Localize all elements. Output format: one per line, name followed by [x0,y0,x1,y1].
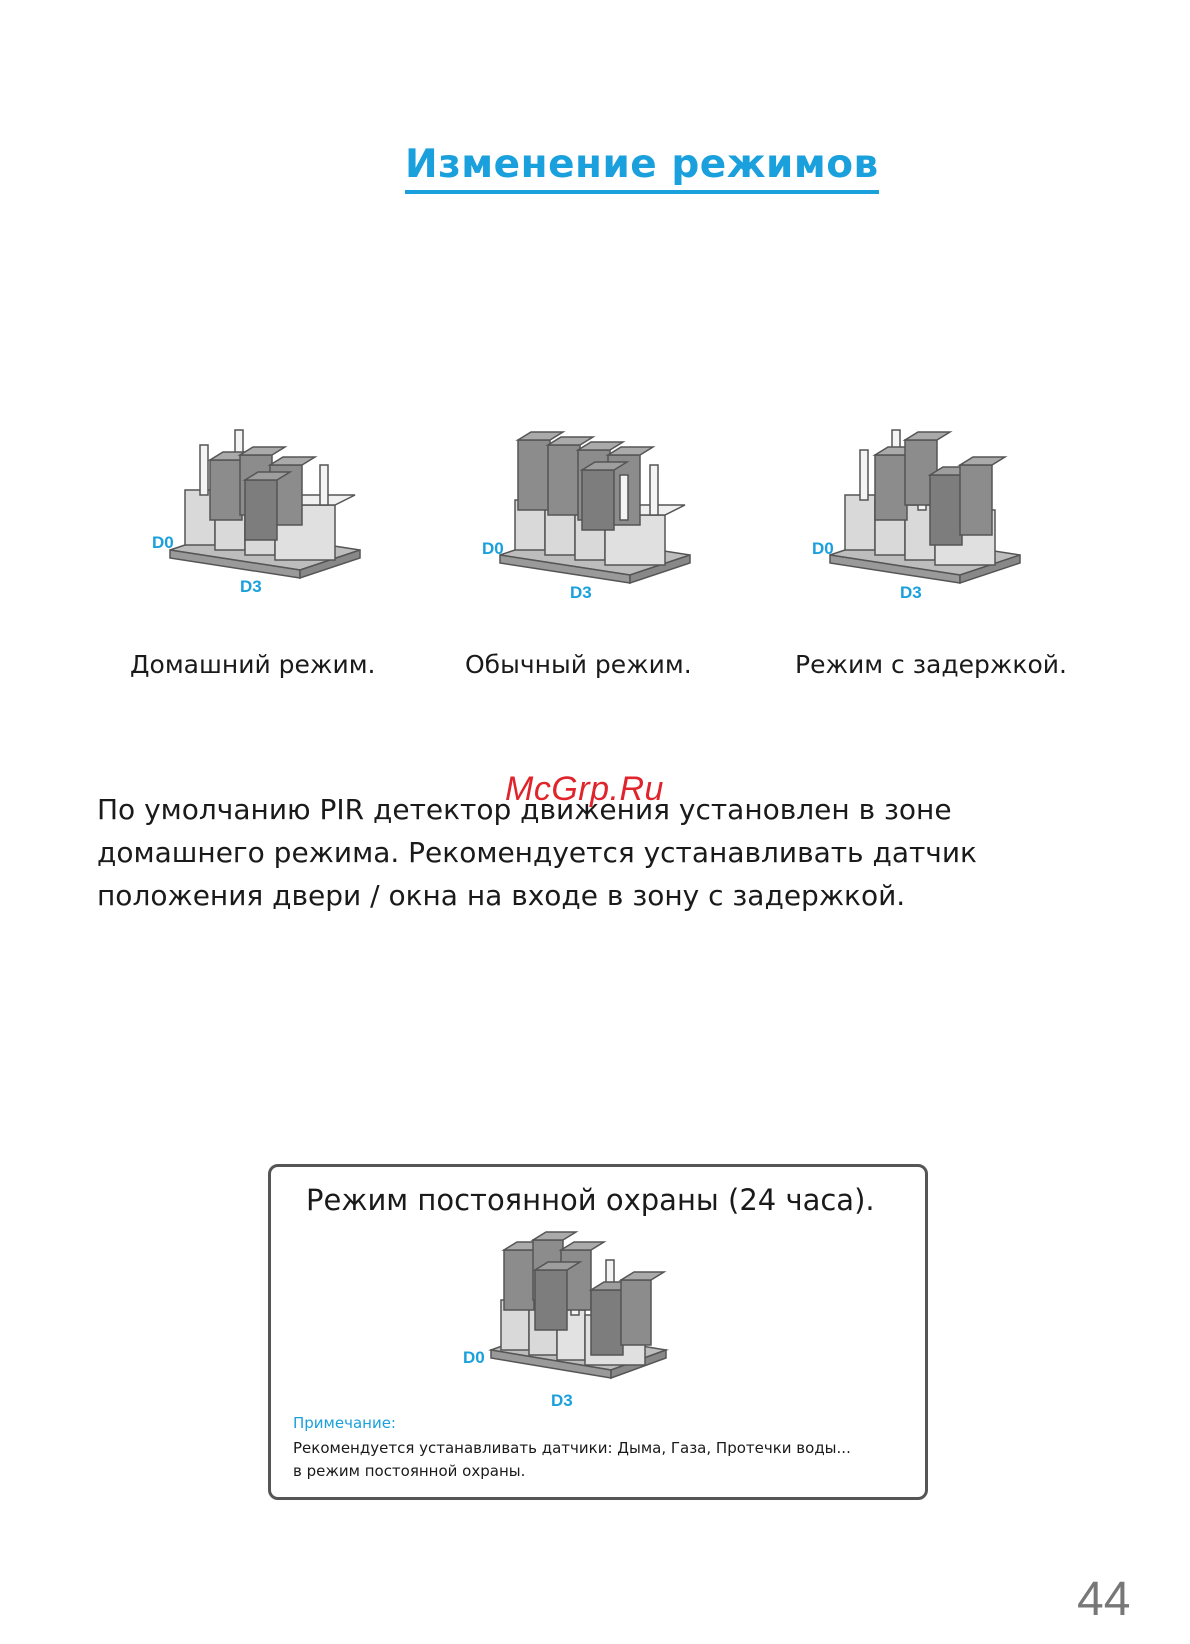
d0-label: D0 [463,1348,485,1367]
page-title: Изменение режимов [405,142,879,194]
watermark: McGrp.Ru [505,770,664,808]
mode-label-delay: Режим с задержкой. [795,650,1067,679]
d3-label: D3 [570,583,592,602]
d3-label: D3 [240,577,262,596]
d3-label: D3 [551,1391,573,1410]
jumper-diagram-24h: D0 D3 [461,1225,681,1415]
d0-label: D0 [812,539,834,558]
d0-label: D0 [152,533,174,552]
note-text: Рекомендуется устанавливать датчики: Дым… [293,1437,851,1483]
page-number: 44 [1077,1573,1131,1626]
d3-label: D3 [900,583,922,602]
paragraph-line: положения двери / окна на входе в зону с… [97,879,906,912]
jumper-diagram-delay: D0 D3 Режим с задержкой. [795,420,1067,679]
note-line: Рекомендуется устанавливать датчики: Дым… [293,1439,851,1457]
jumper-diagram-normal: D0 D3 Обычный режим. [465,420,710,679]
note-line: в режим постоянной охраны. [293,1462,526,1480]
paragraph-line: По умолчанию PIR детектор движения устан… [97,793,952,826]
mode-label-home: Домашний режим. [130,650,376,679]
permanent-guard-box: Режим постоянной охраны (24 часа). D0 [268,1164,928,1500]
description-paragraph: По умолчанию PIR детектор движения устан… [97,788,1097,917]
mode-label-normal: Обычный режим. [465,650,692,679]
note-label: Примечание: [293,1414,396,1432]
paragraph-line: домашнего режима. Рекомендуется устанавл… [97,836,977,869]
d0-label: D0 [482,539,504,558]
jumper-diagram-home: D0 D3 Домашний режим. [130,420,380,679]
box-title: Режим постоянной охраны (24 часа). [306,1183,875,1217]
